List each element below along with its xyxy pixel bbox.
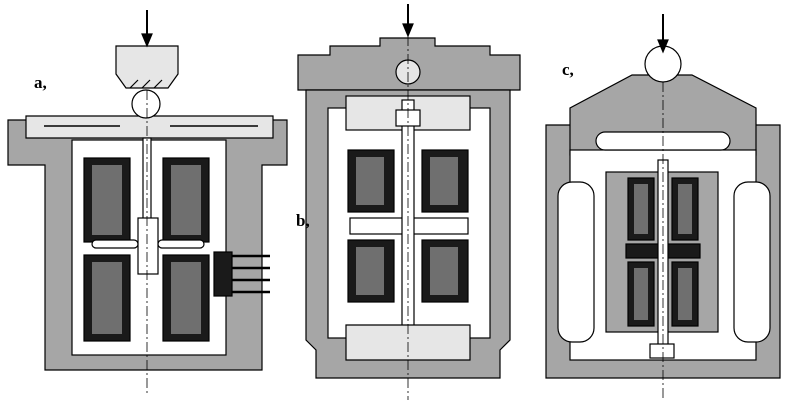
terminals-a <box>213 251 270 297</box>
force-arrow-icon <box>657 14 669 54</box>
force-arrow-icon <box>402 4 414 38</box>
label-a: a, <box>34 73 47 92</box>
assembly-c <box>545 14 781 400</box>
label-c: c, <box>562 60 574 79</box>
armature-a <box>137 217 159 275</box>
die-a <box>115 45 179 89</box>
top-plate-a <box>25 115 274 139</box>
spring-a-right <box>157 239 205 249</box>
force-arrow-icon <box>141 10 153 48</box>
ball-icon <box>131 89 161 119</box>
assembly-b <box>297 4 521 400</box>
spring-a-left <box>91 239 139 249</box>
label-b: b, <box>296 211 310 230</box>
assembly-a <box>7 10 288 395</box>
